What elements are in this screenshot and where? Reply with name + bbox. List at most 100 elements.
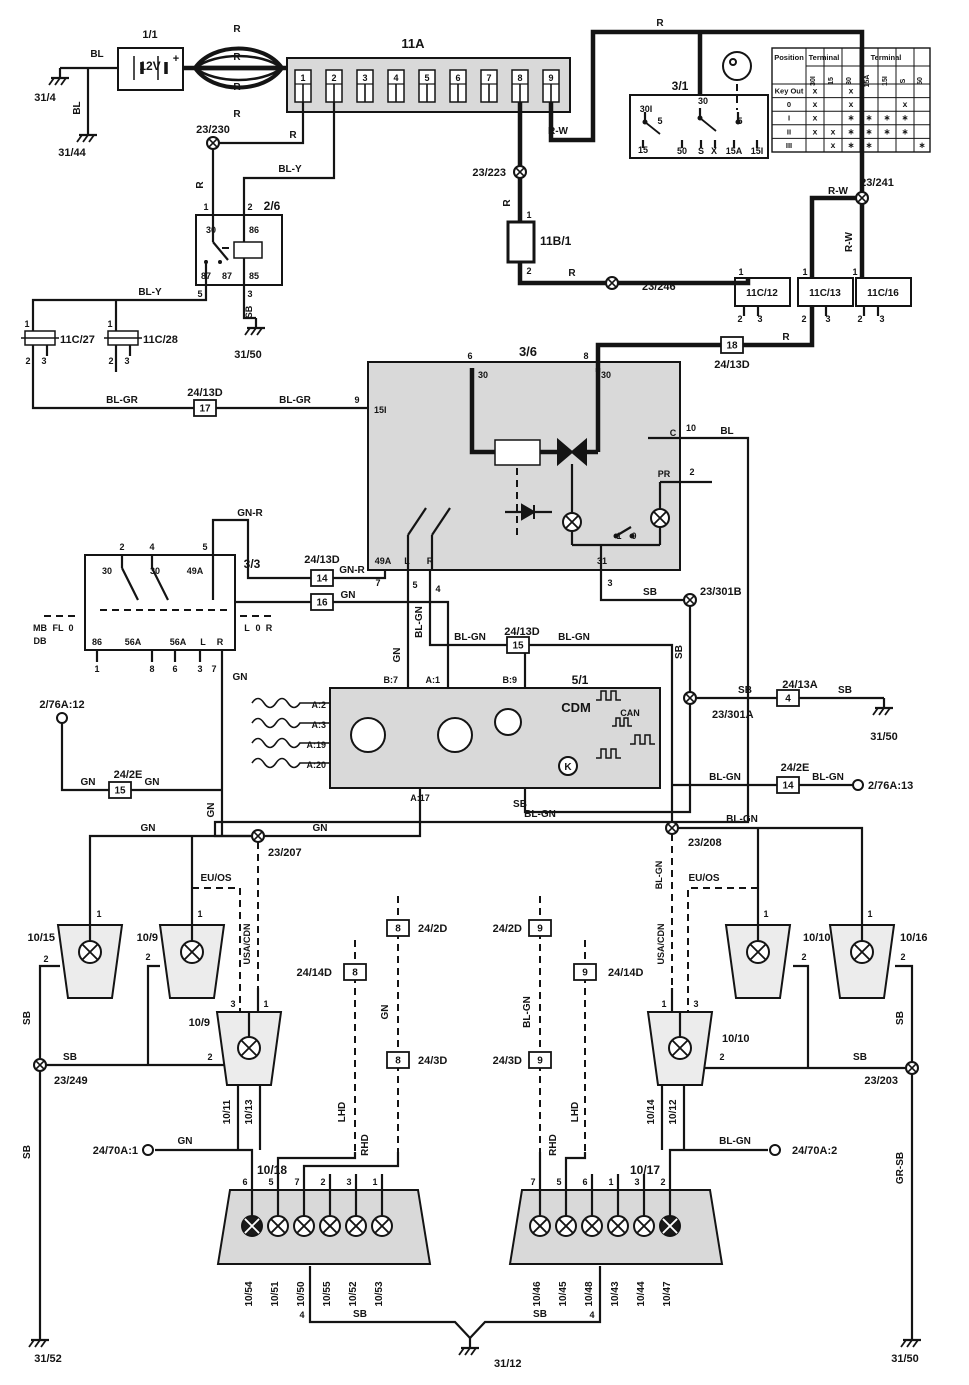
bulb-symbol	[237, 1036, 261, 1060]
label: LHD	[337, 1102, 348, 1123]
table-column-header: 30	[846, 77, 853, 85]
inline-fuse	[21, 330, 59, 346]
label: 2	[526, 266, 531, 276]
label: 6	[467, 351, 472, 361]
label: 30I	[640, 104, 653, 114]
label: SB	[533, 1309, 547, 1320]
label: 2	[689, 467, 694, 477]
wire	[458, 1347, 465, 1356]
label: 0	[255, 623, 260, 633]
label: 2/76A:12	[39, 699, 84, 711]
wire	[76, 134, 83, 143]
label: 31/50	[234, 349, 262, 361]
label: 3	[247, 289, 252, 299]
label: 6	[172, 664, 177, 674]
label: SB	[895, 1011, 906, 1025]
table-mark: ∗	[901, 113, 908, 123]
label: 85	[249, 271, 259, 281]
label: 56A	[170, 637, 187, 647]
label: L	[244, 623, 250, 633]
wire	[667, 823, 677, 833]
table-row-name: III	[786, 141, 792, 150]
label: 24/3D	[493, 1055, 522, 1067]
label: BL-GN	[524, 809, 556, 820]
symbol-path	[133, 56, 159, 80]
flasher-unit-3-6	[367, 361, 681, 571]
table-mark: x	[903, 99, 908, 109]
label: GN	[141, 823, 156, 834]
wire	[599, 570, 690, 602]
label: K	[564, 762, 572, 773]
label: 1	[94, 664, 99, 674]
wire	[35, 1060, 45, 1070]
connector-box-9: 9	[573, 963, 597, 981]
table-header: Position	[774, 53, 804, 62]
label: 30	[206, 225, 216, 235]
splice-symbol	[513, 165, 527, 179]
label: 1	[763, 909, 768, 919]
wire	[872, 707, 879, 716]
table-mark: ∗	[847, 140, 854, 150]
bulb-symbol	[562, 512, 582, 532]
label: 10/15	[27, 932, 55, 944]
label: 50	[677, 146, 687, 156]
wire	[81, 943, 99, 961]
symbol-path	[644, 117, 717, 135]
wire	[672, 826, 864, 925]
label: SB	[63, 1052, 77, 1063]
splice-symbol	[683, 593, 697, 607]
diagram-shape	[386, 1051, 410, 1069]
label: 1	[608, 1177, 613, 1187]
label: GN	[178, 1136, 193, 1147]
label: 10/10	[722, 1033, 750, 1045]
symbol-path	[251, 757, 330, 769]
label: 5	[412, 580, 417, 590]
label: GN	[313, 823, 328, 834]
label: RHD	[548, 1134, 559, 1156]
label: 10/43	[610, 1281, 621, 1306]
diagram-shape	[310, 569, 334, 587]
label: 11A	[401, 36, 425, 51]
component-symbol	[558, 756, 578, 776]
ring-terminal	[142, 1144, 154, 1156]
connector-box-16: 16	[310, 593, 334, 611]
label: A:1	[425, 675, 440, 685]
label: 10/54	[244, 1281, 255, 1306]
wire	[155, 1148, 254, 1190]
label: DB	[34, 636, 47, 646]
label: 1	[616, 531, 621, 541]
label: 1	[661, 999, 666, 1009]
table-row-name: 0	[787, 100, 791, 109]
bulb-symbol	[371, 1215, 393, 1237]
diagram-shape	[776, 776, 800, 794]
label: 5	[556, 1177, 561, 1187]
label: 10/14	[646, 1099, 657, 1124]
bulb-symbol	[668, 1036, 692, 1060]
symbol-path	[630, 734, 655, 745]
bulb-symbol	[78, 940, 102, 964]
label: 1	[852, 267, 857, 277]
label: 2	[119, 542, 124, 552]
label: 6	[242, 1177, 247, 1187]
table-column-header: 30I	[810, 76, 817, 86]
fuse-number: 6	[455, 73, 460, 83]
label: L	[404, 556, 410, 566]
label: 31/52	[34, 1353, 62, 1365]
fuse-5: 5	[418, 69, 436, 103]
wire	[54, 77, 61, 86]
bulb-symbol	[650, 508, 670, 528]
label: 23/241	[860, 177, 894, 189]
label: S	[698, 146, 704, 156]
label: 31/44	[58, 147, 86, 159]
bulb-symbol	[746, 940, 770, 964]
wire	[121, 567, 139, 601]
fuse-number: 7	[486, 73, 491, 83]
splice-symbol	[251, 829, 265, 843]
wire	[636, 1218, 652, 1234]
fuse-number: 9	[548, 73, 553, 83]
label: 24/13D	[504, 626, 540, 638]
label: BL	[720, 426, 733, 437]
label: PR	[658, 469, 671, 479]
contact-dot	[697, 115, 703, 121]
